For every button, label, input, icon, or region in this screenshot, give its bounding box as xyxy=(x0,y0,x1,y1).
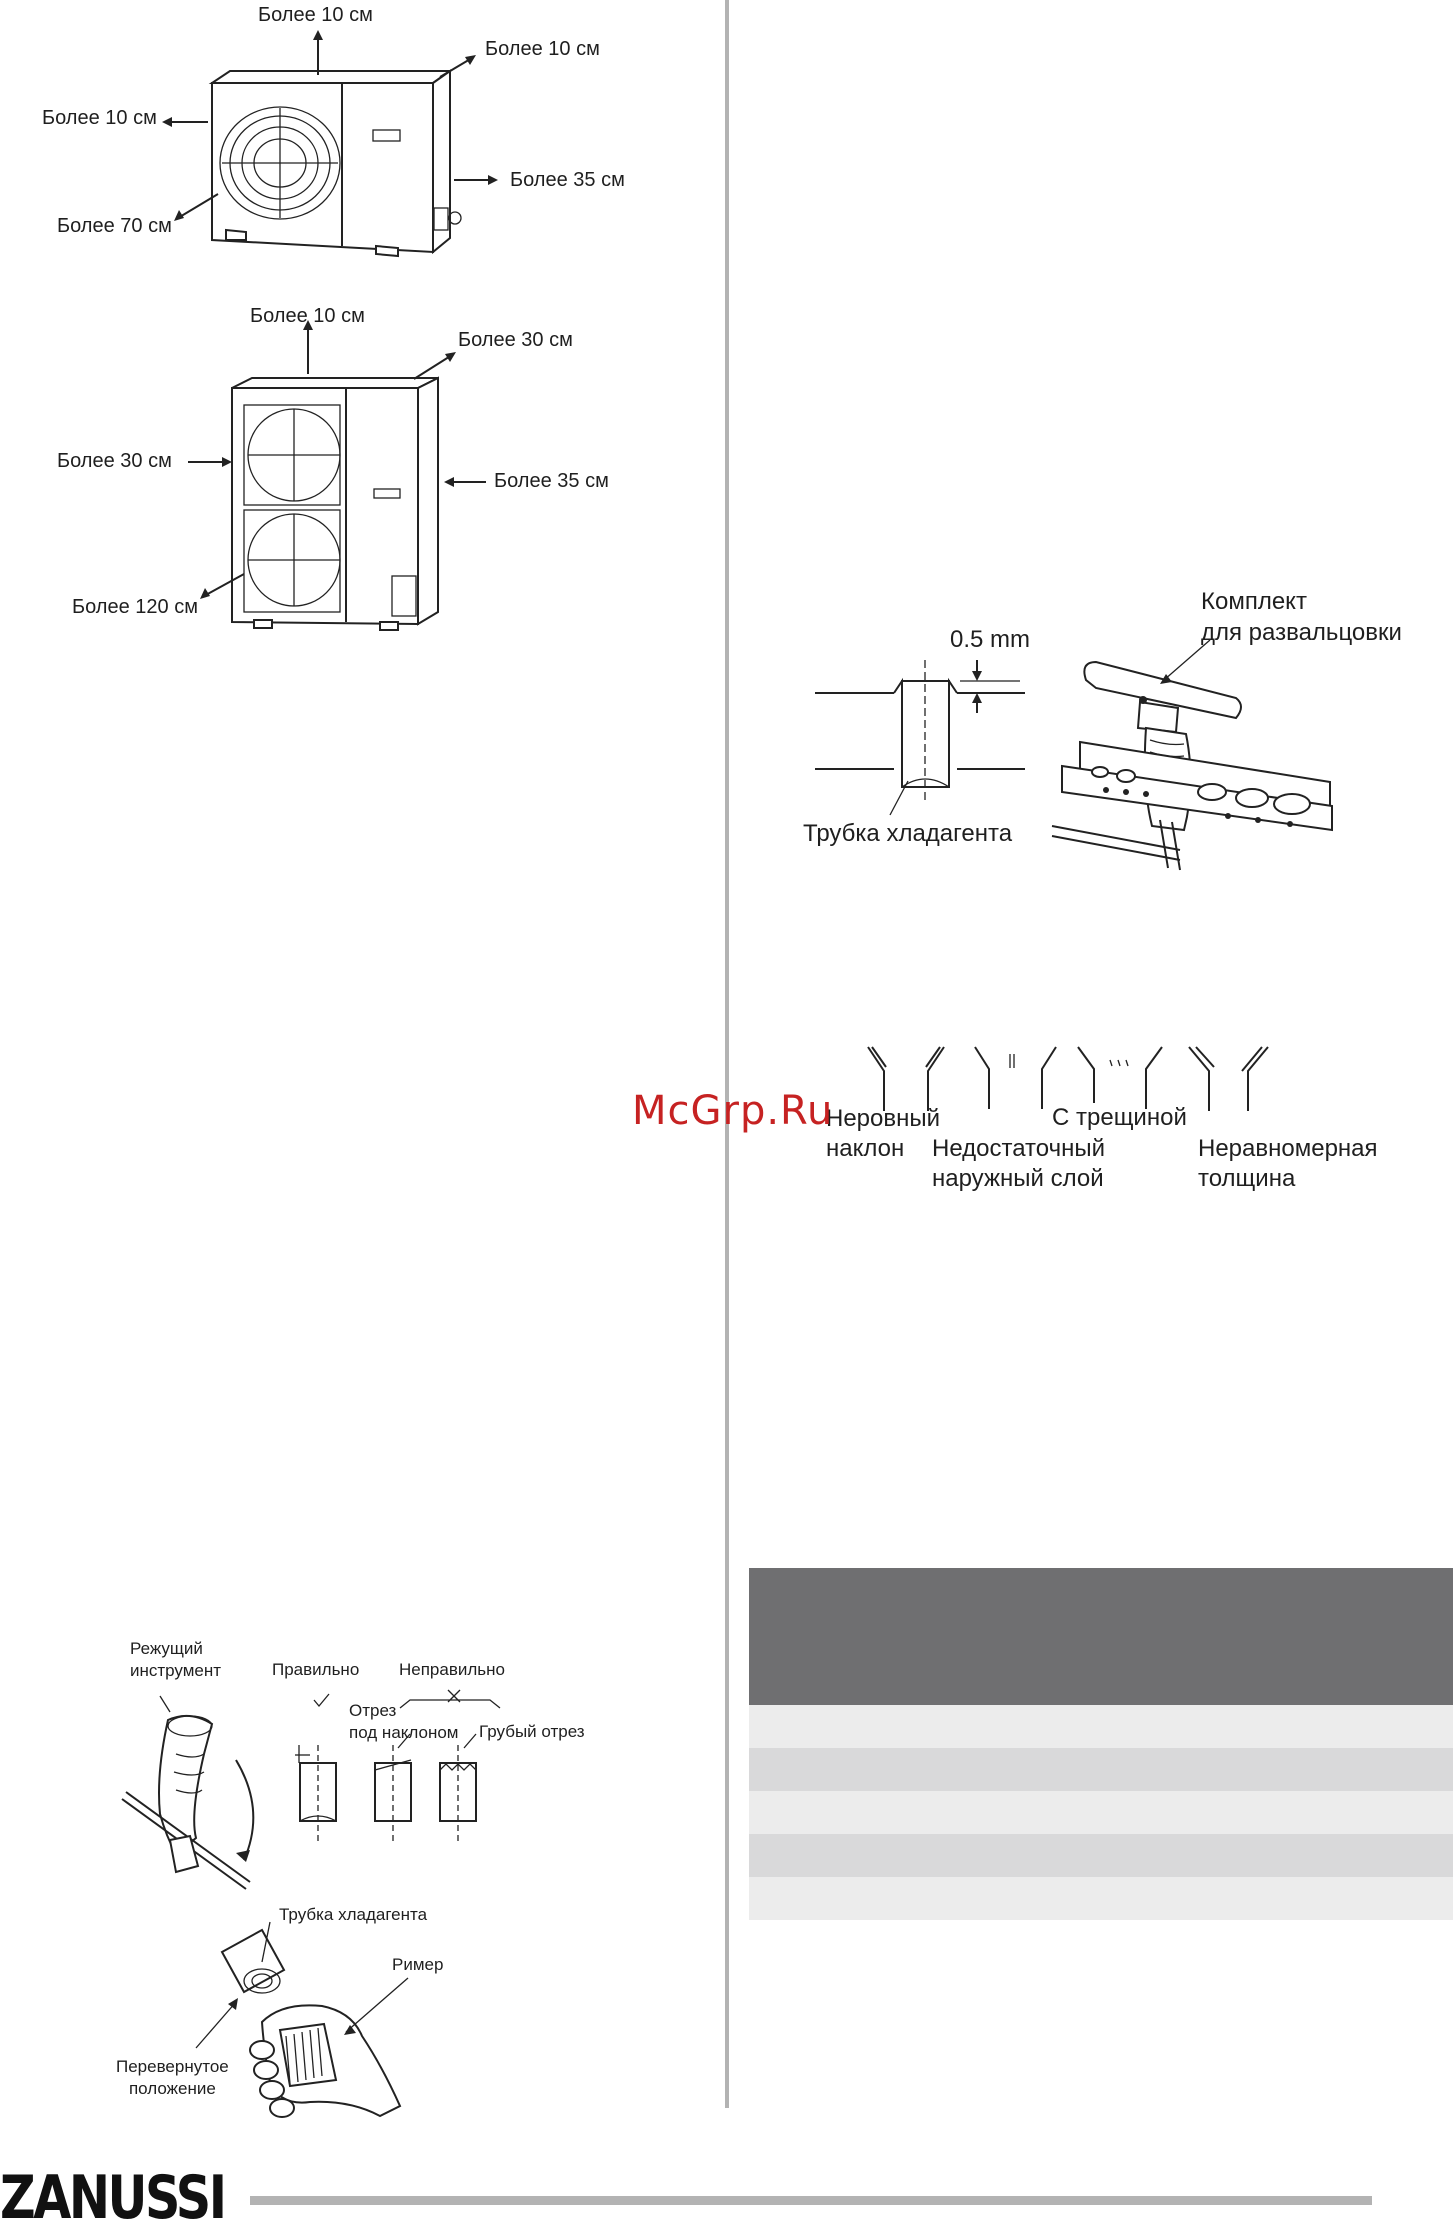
table-row xyxy=(749,1877,1453,1920)
flare-defects-drawing xyxy=(867,1046,1269,1111)
reamer-drawing xyxy=(195,1921,409,2118)
table-row xyxy=(749,1834,1453,1877)
cracked-label: С трещиной xyxy=(1052,1104,1187,1131)
clearance-top-label: Более 10 см xyxy=(250,305,365,327)
clearance-top-label: Более 10 см xyxy=(258,4,373,26)
brand-logo: ZANUSSI xyxy=(0,2163,227,2233)
table-row xyxy=(749,1705,1453,1748)
pipe-cutter-drawing xyxy=(121,1689,501,1890)
uneven-thickness-label: Неравномерная толщина xyxy=(1198,1135,1378,1192)
column-divider xyxy=(725,0,729,2108)
inverted-position-label: Перевернутое положение xyxy=(116,2057,229,2098)
flaring-drawing xyxy=(815,639,1333,871)
clearance-right-label: Более 35 см xyxy=(494,470,609,492)
correct-label: Правильно xyxy=(272,1660,360,1679)
flaring-kit-label: Комплект для развальцовки xyxy=(1201,588,1402,646)
outdoor-unit-2-drawing xyxy=(188,320,486,631)
clearance-front-label: Более 70 см xyxy=(57,215,172,237)
outdoor-unit-1-drawing xyxy=(162,30,498,258)
clearance-top-right-label: Более 10 см xyxy=(485,38,600,60)
table-row xyxy=(749,1748,1453,1791)
cutting-tool-label: Режущий инструмент xyxy=(130,1639,222,1680)
gap-label: 0.5 mm xyxy=(950,626,1031,653)
refrigerant-pipe-label: Трубка хладагента xyxy=(803,820,1013,847)
clearance-left-label: Более 10 см xyxy=(42,107,157,129)
clearance-right-label: Более 35 см xyxy=(510,169,625,191)
table-header xyxy=(749,1568,1453,1705)
rough-cut-label: Грубый отрез xyxy=(479,1722,585,1741)
oblique-cut-label: Отрез под наклоном xyxy=(349,1701,459,1742)
watermark: McGrp.Ru xyxy=(632,1088,834,1134)
incorrect-label: Неправильно xyxy=(399,1660,505,1679)
reamer-label: Ример xyxy=(392,1955,444,1974)
clearance-front-label: Более 120 см xyxy=(72,596,198,618)
refrigerant-pipe-label: Трубка хладагента xyxy=(279,1905,428,1924)
uneven-slope-label: Неровный наклон xyxy=(826,1105,941,1162)
table-row xyxy=(749,1791,1453,1834)
insufficient-layer-label: Недостаточный наружный слой xyxy=(932,1135,1106,1192)
footer-bar xyxy=(250,2196,1372,2205)
clearance-top-right-label: Более 30 см xyxy=(458,329,573,351)
clearance-left-label: Более 30 см xyxy=(57,450,172,472)
